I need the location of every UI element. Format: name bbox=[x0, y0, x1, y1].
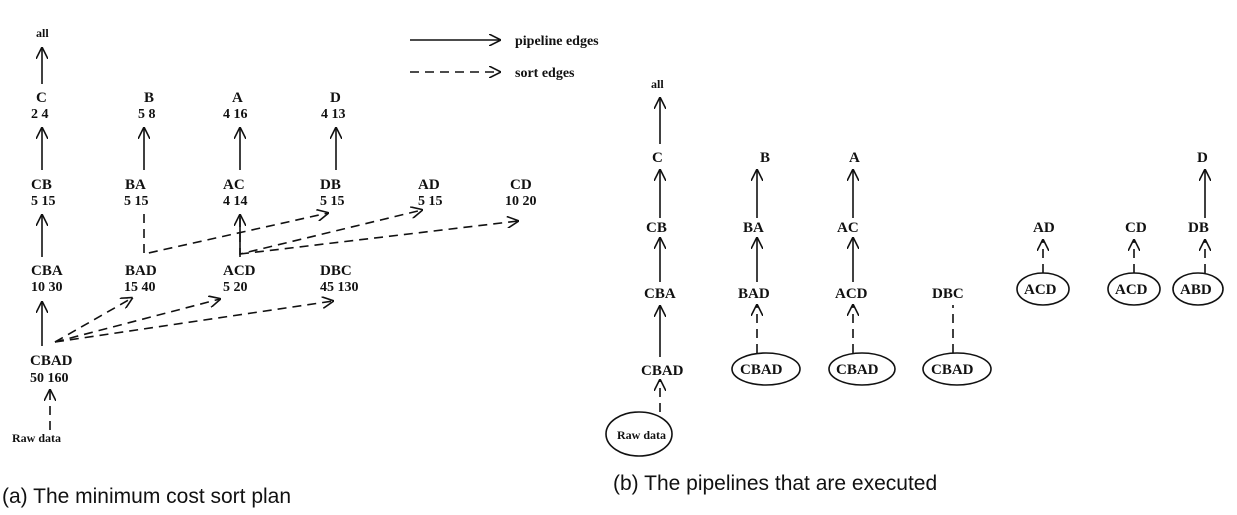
node-dbc-cost: 45 130 bbox=[320, 280, 359, 295]
node-raw-data: Raw data bbox=[12, 431, 61, 445]
pipe-node-cd: CD bbox=[1125, 220, 1147, 236]
node-cb-cost: 5 15 bbox=[31, 194, 56, 209]
pipe-node-ad: AD bbox=[1033, 220, 1055, 236]
pipe-node-b: B bbox=[760, 150, 770, 166]
source-acd-2: ACD bbox=[1115, 282, 1148, 298]
pipe-node-dbc: DBC bbox=[932, 286, 964, 302]
pipe-node-cba: CBA bbox=[644, 286, 676, 302]
node-cd-label: CD bbox=[510, 177, 532, 193]
pipe-node-bad: BAD bbox=[738, 286, 770, 302]
plan-b: all C B A D CB BA AC AD CD DB CBA BAD AC… bbox=[605, 77, 1224, 457]
legend-sort-label: sort edges bbox=[515, 66, 575, 81]
legend: pipeline edges sort edges bbox=[410, 34, 599, 81]
pipe-node-d: D bbox=[1197, 150, 1208, 166]
node-cba-cost: 10 30 bbox=[31, 280, 63, 295]
pipe-node-all: all bbox=[651, 77, 664, 91]
source-cbad-1-ellipse bbox=[731, 352, 801, 386]
node-cb-label: CB bbox=[31, 177, 52, 193]
node-cba-label: CBA bbox=[31, 263, 63, 279]
node-c-cost: 2 4 bbox=[31, 107, 49, 122]
pipe-node-cbad: CBAD bbox=[641, 363, 684, 379]
source-abd-ellipse bbox=[1172, 272, 1224, 306]
node-acd-label: ACD bbox=[223, 263, 256, 279]
node-db-cost: 5 15 bbox=[320, 194, 345, 209]
node-b-label: B bbox=[144, 90, 154, 106]
edge-bad-db bbox=[143, 213, 328, 255]
node-b-cost: 5 8 bbox=[138, 107, 156, 122]
node-d-label: D bbox=[330, 90, 341, 106]
pipeline-edges-a bbox=[42, 48, 336, 346]
node-db-label: DB bbox=[320, 177, 341, 193]
node-bad-label: BAD bbox=[125, 263, 157, 279]
edge-cbad-acd bbox=[54, 299, 220, 343]
caption-b: (b) The pipelines that are executed bbox=[613, 472, 937, 495]
pipe-node-c: C bbox=[652, 150, 663, 166]
node-acd-cost: 5 20 bbox=[223, 280, 248, 295]
edge-cbad-bad bbox=[54, 298, 132, 343]
node-ad-label: AD bbox=[418, 177, 440, 193]
node-ad-cost: 5 15 bbox=[418, 194, 443, 209]
source-cbad-3: CBAD bbox=[931, 362, 974, 378]
sort-edges-a bbox=[50, 210, 518, 430]
plan-a: all C 2 4 B 5 8 A 4 16 D 4 13 CB 5 15 BA… bbox=[12, 26, 537, 445]
source-cbad-3-ellipse bbox=[922, 352, 992, 386]
pipe-node-a: A bbox=[849, 150, 860, 166]
node-c-label: C bbox=[36, 90, 47, 106]
edge-acd-ad bbox=[239, 210, 422, 256]
pipe-node-acd: ACD bbox=[835, 286, 868, 302]
node-ac-cost: 4 14 bbox=[223, 194, 248, 209]
source-cbad-2: CBAD bbox=[836, 362, 879, 378]
node-d-cost: 4 13 bbox=[321, 107, 346, 122]
node-a-cost: 4 16 bbox=[223, 107, 248, 122]
source-acd-1: ACD bbox=[1024, 282, 1057, 298]
edge-cbad-dbc bbox=[54, 301, 333, 343]
node-ba-cost: 5 15 bbox=[124, 194, 149, 209]
node-a-label: A bbox=[232, 90, 243, 106]
node-dbc-label: DBC bbox=[320, 263, 352, 279]
caption-a: (a) The minimum cost sort plan bbox=[2, 485, 291, 508]
node-all: all bbox=[36, 26, 49, 40]
source-cbad-1: CBAD bbox=[740, 362, 783, 378]
node-ac-label: AC bbox=[223, 177, 245, 193]
pipe-node-db: DB bbox=[1188, 220, 1209, 236]
source-raw-data-ellipse bbox=[605, 411, 673, 457]
source-abd: ABD bbox=[1180, 282, 1212, 298]
legend-pipeline-label: pipeline edges bbox=[515, 34, 599, 49]
pipe-node-cb: CB bbox=[646, 220, 667, 236]
node-ba-label: BA bbox=[125, 177, 146, 193]
node-cd-cost: 10 20 bbox=[505, 194, 537, 209]
node-bad-cost: 15 40 bbox=[124, 280, 156, 295]
source-raw-data: Raw data bbox=[617, 428, 666, 442]
sort-edges-b bbox=[660, 240, 1205, 412]
pipeline-edges-b bbox=[660, 98, 1205, 357]
source-cbad-2-ellipse bbox=[828, 352, 896, 386]
node-cbad-label: CBAD bbox=[30, 353, 73, 369]
pipe-node-ac: AC bbox=[837, 220, 859, 236]
pipe-node-ba: BA bbox=[743, 220, 764, 236]
node-cbad-cost: 50 160 bbox=[30, 371, 69, 386]
edge-acd-cd bbox=[239, 221, 518, 255]
